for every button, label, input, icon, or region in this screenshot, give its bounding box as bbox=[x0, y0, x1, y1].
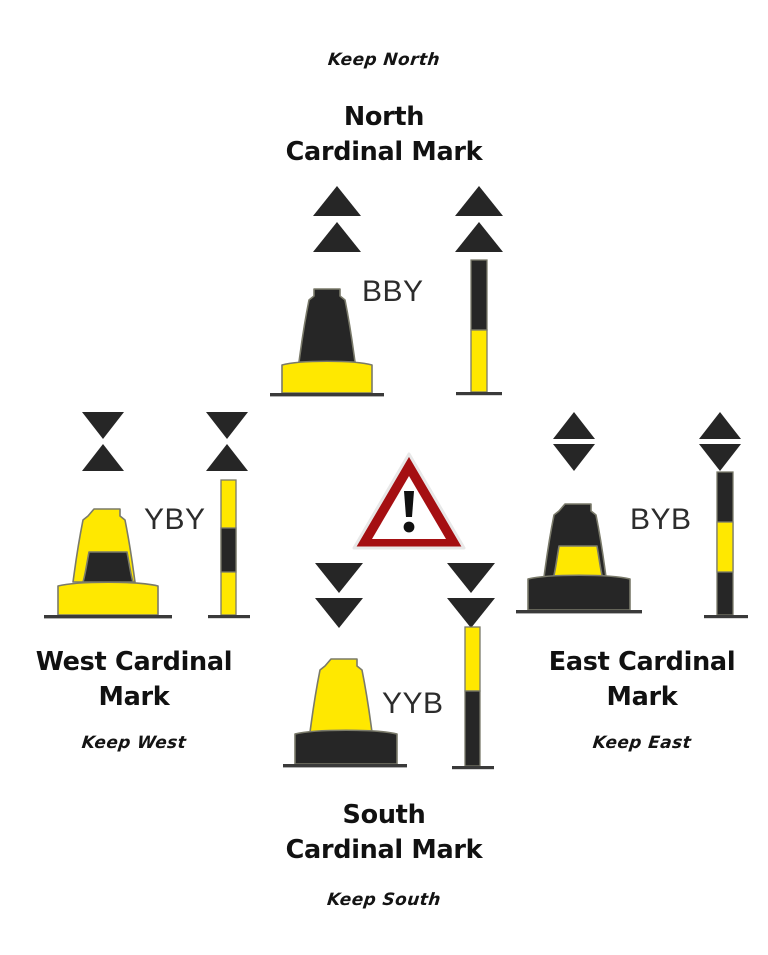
south-buoy-topmark bbox=[315, 563, 363, 633]
south-title: South Cardinal Mark bbox=[285, 800, 483, 866]
north-code-label: BBY bbox=[362, 275, 424, 308]
east-pole bbox=[704, 471, 748, 619]
east-buoy-topmark bbox=[553, 412, 595, 474]
south-code-label: YYB bbox=[382, 687, 444, 720]
south-pole-topmark bbox=[447, 563, 495, 633]
north-title: North Cardinal Mark bbox=[285, 102, 483, 168]
north-keep-label: Keep North bbox=[326, 50, 442, 70]
west-buoy-topmark bbox=[82, 412, 124, 474]
east-pole-topmark bbox=[699, 412, 741, 474]
east-code-label: BYB bbox=[630, 503, 692, 536]
north-pole-topmark bbox=[455, 186, 503, 258]
east-keep-label: Keep East bbox=[591, 733, 693, 753]
west-keep-label: Keep West bbox=[80, 733, 188, 753]
north-buoy bbox=[270, 288, 384, 397]
west-buoy bbox=[44, 508, 172, 619]
east-title: East Cardinal Mark bbox=[548, 647, 736, 713]
north-pole bbox=[456, 259, 502, 396]
west-code-label: YBY bbox=[144, 503, 206, 536]
west-title: West Cardinal Mark bbox=[35, 647, 233, 713]
south-buoy bbox=[283, 658, 407, 768]
warning-triangle-icon bbox=[352, 452, 466, 550]
east-buoy bbox=[516, 503, 642, 614]
west-pole-topmark bbox=[206, 412, 248, 474]
west-pole bbox=[208, 479, 250, 619]
north-buoy-topmark bbox=[313, 186, 361, 258]
south-pole bbox=[452, 626, 494, 770]
south-keep-label: Keep South bbox=[326, 890, 442, 910]
